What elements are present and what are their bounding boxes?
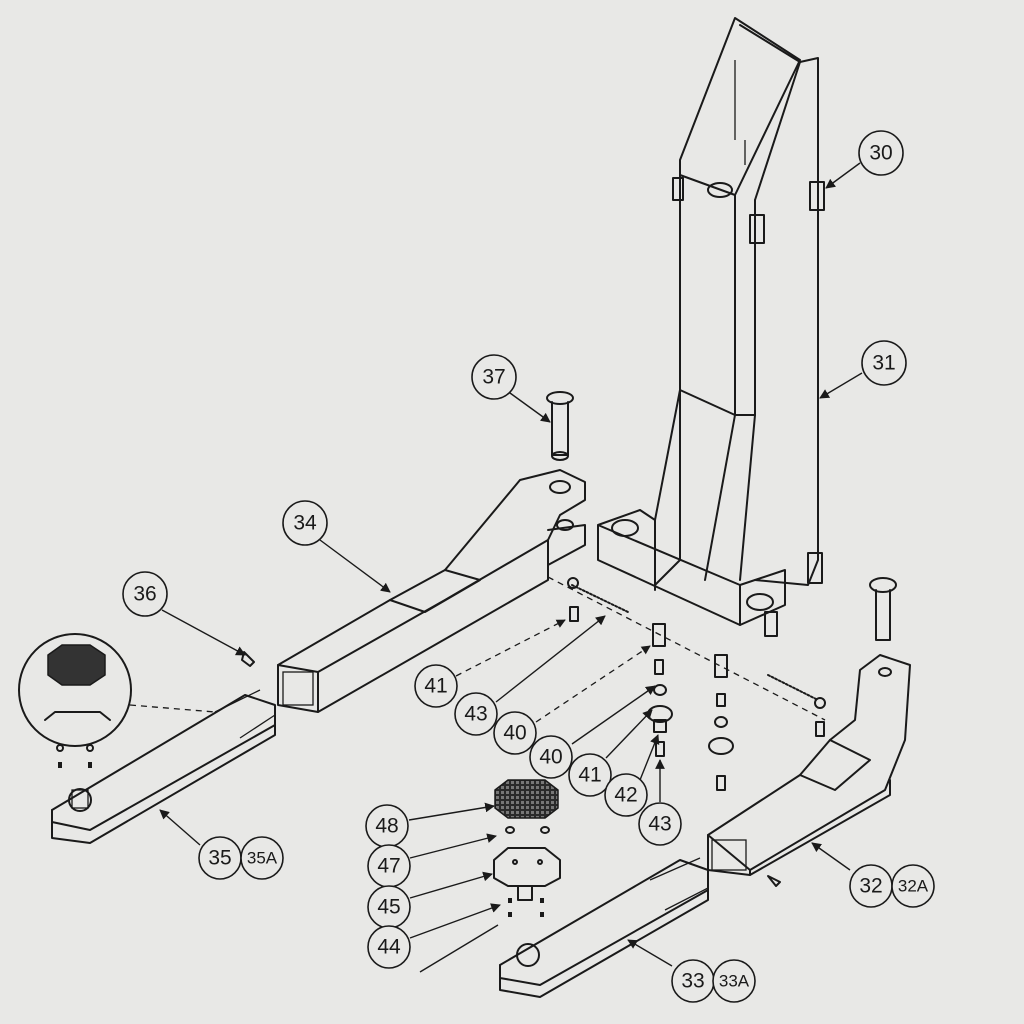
callout-label: 43 bbox=[648, 813, 671, 836]
column-part-31 bbox=[597, 17, 825, 637]
callout-31: 31 bbox=[861, 340, 907, 386]
arm-part-32 bbox=[707, 654, 911, 876]
leader-lines bbox=[159, 162, 863, 973]
callout-35a: 35A bbox=[240, 836, 284, 880]
callout-label: 48 bbox=[375, 815, 398, 838]
callout-label: 45 bbox=[377, 896, 400, 919]
pad-assembly bbox=[493, 779, 561, 917]
callout-44: 44 bbox=[367, 925, 411, 969]
callout-label: 47 bbox=[377, 855, 400, 878]
callout-label: 32A bbox=[898, 877, 929, 896]
callout-label: 32 bbox=[859, 875, 882, 898]
callout-34: 34 bbox=[282, 500, 328, 546]
callout-48: 48 bbox=[365, 804, 409, 848]
callout-label: 34 bbox=[293, 512, 317, 535]
arm-part-34 bbox=[277, 469, 586, 713]
callout-label: 36 bbox=[133, 583, 156, 606]
pin-part-37 bbox=[546, 391, 574, 461]
callout-36: 36 bbox=[122, 571, 168, 617]
callout-label: 44 bbox=[377, 936, 401, 959]
callout-37: 37 bbox=[471, 354, 517, 400]
callout-45: 45 bbox=[367, 885, 411, 929]
callout-label: 41 bbox=[578, 764, 601, 787]
callout-42: 42 bbox=[604, 773, 648, 817]
callout-41-b: 41 bbox=[568, 753, 612, 797]
callout-label: 33A bbox=[719, 972, 750, 991]
callout-47: 47 bbox=[367, 844, 411, 888]
callout-label: 40 bbox=[503, 722, 526, 745]
callout-label: 35A bbox=[247, 849, 278, 868]
callout-label: 43 bbox=[464, 703, 487, 726]
callout-35: 35 bbox=[198, 836, 242, 880]
callout-label: 37 bbox=[482, 366, 505, 389]
callout-41: 41 bbox=[414, 664, 458, 708]
callout-33a: 33A bbox=[712, 959, 756, 1003]
callout-40-b: 40 bbox=[529, 735, 573, 779]
callout-label: 42 bbox=[614, 784, 637, 807]
callout-43: 43 bbox=[454, 692, 498, 736]
callout-40: 40 bbox=[493, 711, 537, 755]
callout-30: 30 bbox=[858, 130, 904, 176]
detail-circle bbox=[18, 633, 216, 768]
arm-extension-35 bbox=[51, 689, 276, 844]
callout-32: 32 bbox=[849, 864, 893, 908]
pin-right bbox=[869, 577, 897, 641]
callout-label: 41 bbox=[424, 675, 447, 698]
callout-label: 35 bbox=[208, 847, 231, 870]
callout-label: 40 bbox=[539, 746, 562, 769]
callout-label: 31 bbox=[872, 352, 895, 375]
callout-32a: 32A bbox=[891, 864, 935, 908]
callout-43-b: 43 bbox=[638, 802, 682, 846]
callout-label: 30 bbox=[869, 142, 892, 165]
callout-33: 33 bbox=[671, 959, 715, 1003]
callout-label: 33 bbox=[681, 970, 704, 993]
arm-extension-33 bbox=[499, 857, 709, 998]
